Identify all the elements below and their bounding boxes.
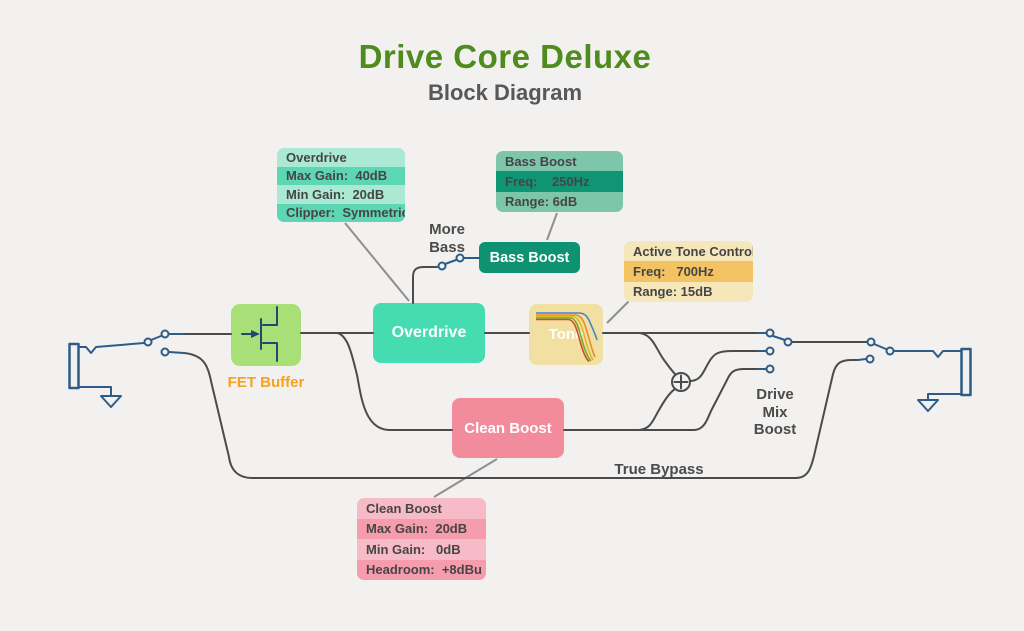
fet-buffer-label: FET Buffer (227, 374, 305, 391)
summing-node-plus-icon (671, 372, 691, 392)
input-jack-icon (68, 342, 145, 408)
input-bypass-switch-icon (143, 329, 185, 357)
info-box-title: Bass Boost (505, 153, 577, 169)
more-bass-line2: Bass (429, 239, 465, 256)
ground-icon (100, 395, 122, 408)
info-row: Freq: 250Hz (496, 171, 623, 192)
info-row: Freq: 700Hz (624, 261, 753, 282)
info-box-title: Overdrive (286, 149, 347, 165)
info-row: Min Gain: 20dB (286, 186, 385, 202)
info-row: Max Gain: 20dB (357, 518, 486, 539)
output-mix-label: Mix (762, 403, 788, 421)
more-bass-line1: More (429, 221, 465, 238)
true-bypass-label: True Bypass (614, 461, 704, 478)
block-clean-boost-label: Clean Boost (464, 419, 552, 437)
drive-mix-boost-label: Drive Mix Boost (745, 386, 805, 439)
more-bass-label: More Bass (417, 221, 477, 257)
info-box-active-tone-control: Active Tone Control Freq: 700Hz Range: 1… (624, 241, 753, 302)
info-row: Range: 15dB (633, 284, 713, 300)
info-box-clean-boost: Clean Boost Max Gain: 20dB Min Gain: 0dB… (357, 498, 486, 580)
page-subtitle: Block Diagram (427, 80, 583, 105)
block-tone-label: Tone (548, 326, 584, 343)
info-row: Max Gain: 40dB (277, 166, 405, 185)
info-row: Headroom: +8dBu (357, 559, 486, 580)
output-boost-label: Boost (753, 421, 797, 438)
block-bass-boost-label: Bass Boost (489, 249, 570, 266)
block-clean-boost: Clean Boost (452, 398, 564, 458)
info-box-bass-boost: Bass Boost Freq: 250Hz Range: 6dB (496, 151, 623, 212)
ground-icon (917, 399, 939, 412)
info-row: Clipper: Symmetric (277, 203, 405, 222)
info-box-title: Clean Boost (366, 500, 442, 516)
block-bass-boost: Bass Boost (479, 242, 580, 273)
block-fet-buffer (231, 304, 301, 366)
output-drive-label: Drive (756, 386, 794, 403)
block-overdrive-label: Overdrive (391, 324, 467, 341)
output-bypass-switch-icon (857, 337, 962, 364)
output-jack-icon (917, 347, 972, 412)
info-box-title: Active Tone Control (633, 243, 753, 259)
drive-mix-boost-selector-icon (757, 328, 793, 374)
info-box-overdrive: Overdrive Max Gain: 40dB Min Gain: 20dB … (277, 148, 405, 222)
switch-and-jack-layer (68, 253, 972, 412)
info-row: Min Gain: 0dB (366, 541, 461, 557)
block-tone: Tone (529, 304, 603, 365)
info-row: Range: 6dB (505, 194, 578, 210)
page-title: Drive Core Deluxe (358, 38, 652, 75)
block-overdrive: Overdrive (373, 303, 485, 363)
